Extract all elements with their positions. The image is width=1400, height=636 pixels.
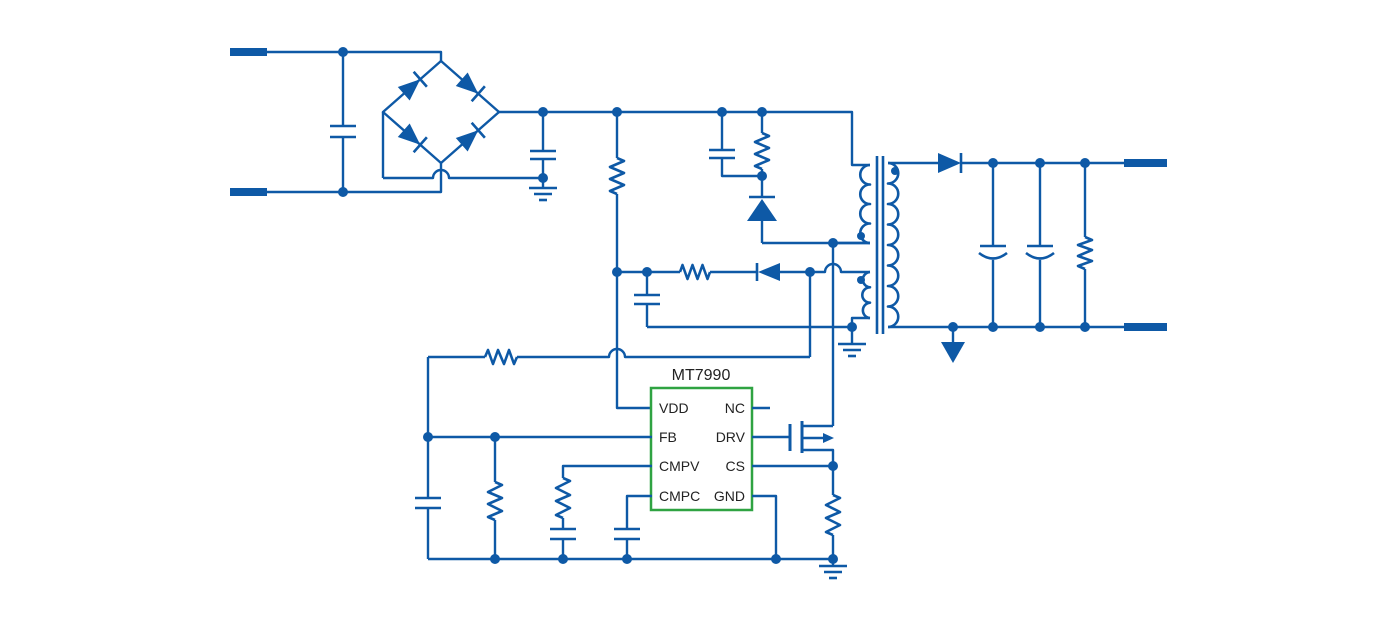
- vdd-wire: [615, 272, 652, 410]
- emi-filter-capacitor: [330, 52, 356, 192]
- mosfet: [788, 421, 835, 466]
- secondary-winding: [886, 161, 900, 329]
- pin-label-nc: NC: [725, 400, 745, 416]
- output-rectifier-diode: [938, 153, 963, 173]
- pin-label-cs: CS: [726, 458, 745, 474]
- pin-label-fb: FB: [659, 429, 677, 445]
- output-capacitor-2: [1025, 163, 1055, 327]
- vdd-filter-capacitor: [634, 272, 660, 327]
- snubber-capacitor: [709, 112, 762, 178]
- bulk-capacitor: [530, 112, 556, 178]
- output-load-resistor: [1076, 163, 1094, 327]
- input-terminals: [230, 48, 443, 196]
- aux-polarity-dot: [857, 276, 865, 284]
- ic-body: [649, 386, 754, 512]
- fb-filter-capacitor: [415, 437, 441, 559]
- pin-label-vdd: VDD: [659, 400, 689, 416]
- hv-rail: [499, 110, 870, 167]
- ground-symbol-secondary: [941, 327, 965, 363]
- bridge-diode-1: [397, 70, 428, 101]
- primary-polarity-dot: [857, 232, 865, 240]
- primary-winding: [858, 163, 872, 245]
- pin-label-drv: DRV: [716, 429, 746, 445]
- fb-sense-resistor: [483, 348, 519, 366]
- aux-rectifier-diode: [755, 263, 780, 281]
- fb-sense-branch: [426, 272, 812, 437]
- cmpv-compensation-network: [550, 464, 652, 559]
- pin-label-gnd: GND: [714, 488, 745, 504]
- pin-label-cmpv: CMPV: [659, 458, 700, 474]
- output-stage: [888, 153, 1167, 363]
- secondary-polarity-dot: [891, 167, 899, 175]
- current-sense-resistor: [824, 466, 842, 559]
- bridge-diode-2: [455, 72, 486, 103]
- aux-series-resistor: [678, 263, 712, 281]
- output-capacitor-1: [978, 163, 1008, 327]
- gnd-wire: [752, 494, 778, 559]
- snubber-resistor: [753, 112, 771, 197]
- cmpc-compensation-capacitor: [614, 494, 652, 559]
- junction-dots: [338, 47, 1090, 564]
- pin-label-cmpc: CMPC: [659, 488, 700, 504]
- ic-mt7990: MT7990 VDD FB CMPV CMPC NC DRV CS GND: [649, 367, 833, 559]
- startup-resistor: [608, 112, 626, 272]
- bridge-rectifier: [381, 59, 543, 180]
- fb-lower-resistor: [486, 437, 504, 559]
- bridge-diode-3: [397, 123, 428, 154]
- bridge-diode-4: [455, 121, 486, 152]
- source-lead: [802, 448, 835, 466]
- transformer: [833, 156, 900, 334]
- mosfet-arrow: [823, 433, 834, 443]
- clamp-diode: [747, 195, 870, 245]
- aux-lead-hop: [810, 262, 870, 274]
- ic-title: MT7990: [672, 367, 731, 384]
